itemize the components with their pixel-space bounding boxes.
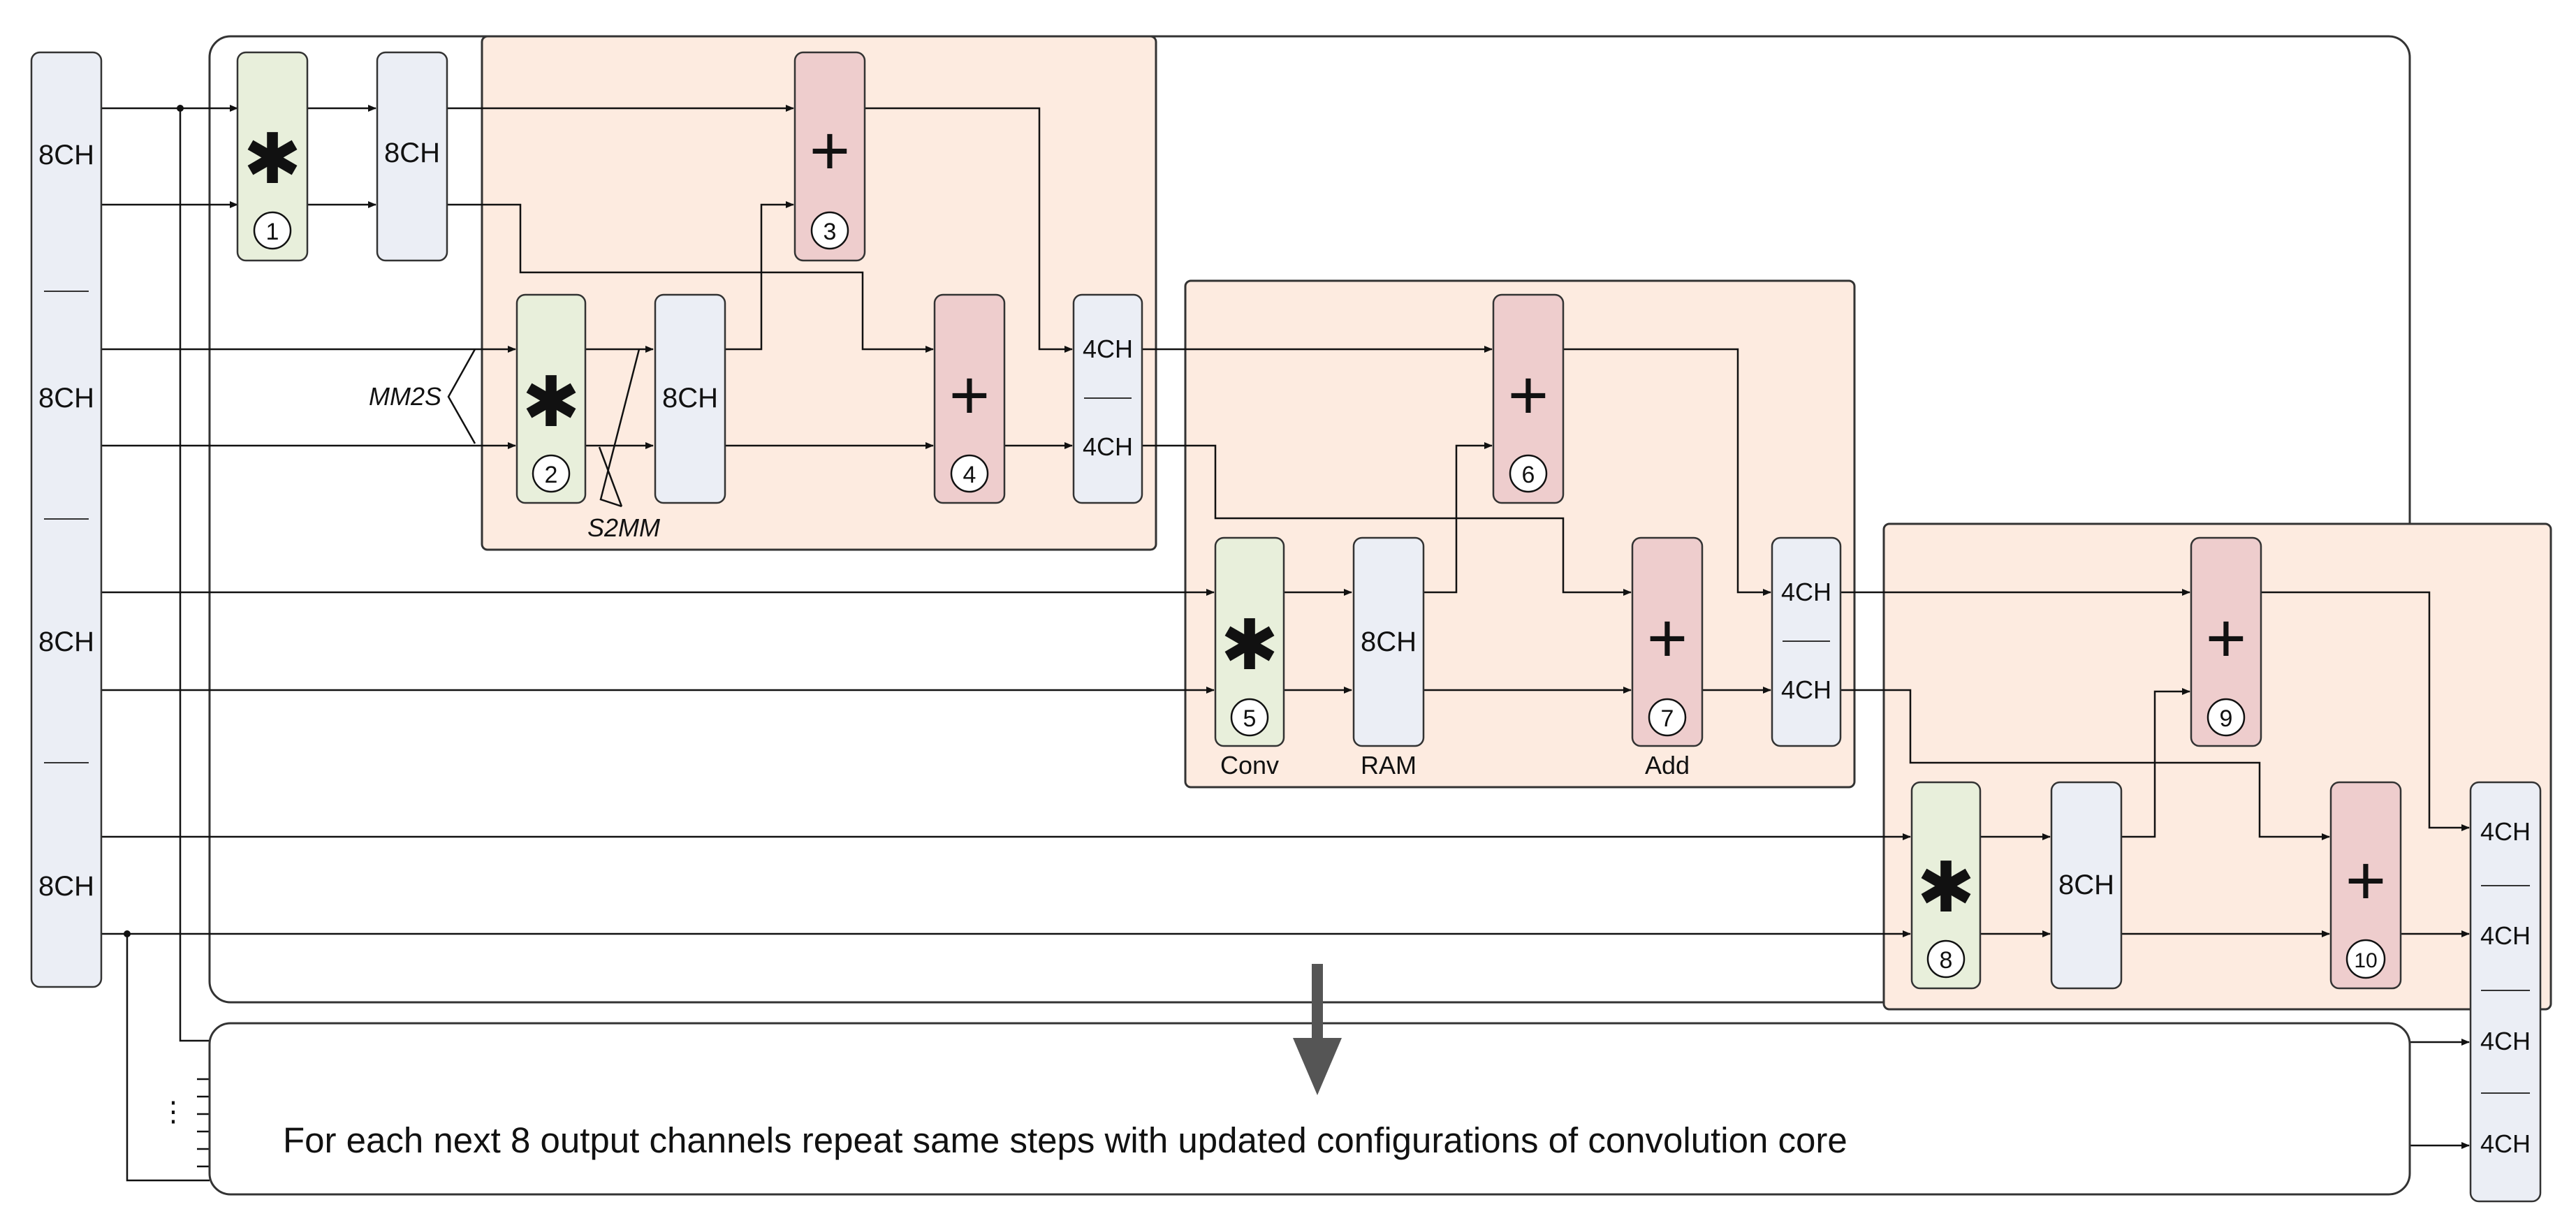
add-block-4: + 4 — [933, 293, 1006, 504]
conv-icon: ✱ — [522, 363, 580, 441]
conv-block-5: ✱ 5 — [1214, 536, 1285, 747]
ram-label: 8CH — [1361, 627, 1417, 657]
conv-icon: ✱ — [1917, 849, 1975, 927]
ram-label: 8CH — [384, 138, 440, 168]
add-icon: + — [810, 112, 850, 190]
output-label: 4CH — [2480, 1027, 2531, 1055]
down-arrow-shaft — [1312, 964, 1323, 1041]
add-block-6: + 6 — [1492, 293, 1565, 504]
input-label: 8CH — [38, 871, 94, 902]
down-arrow-icon — [1293, 1038, 1342, 1095]
step-number: 4 — [963, 462, 976, 488]
ram-block-b: 8CH — [654, 293, 726, 504]
step-number: 10 — [2354, 949, 2377, 972]
add-icon: + — [949, 356, 990, 434]
input-label: 8CH — [38, 140, 94, 170]
out-label: 4CH — [1083, 335, 1133, 363]
conv-block-1: ✱ 1 — [236, 51, 309, 262]
conv-icon: ✱ — [1220, 606, 1279, 684]
step-number: 8 — [1940, 947, 1953, 974]
step-number: 2 — [545, 462, 558, 488]
ellipsis-dots: ⋮ — [159, 1097, 187, 1127]
input-label: 8CH — [38, 627, 94, 657]
output-buffer: 4CH 4CH 4CH 4CH — [2469, 781, 2542, 1203]
output-label: 4CH — [2480, 1129, 2531, 1158]
ram-caption: RAM — [1361, 751, 1417, 779]
out-buffer-2: 4CH 4CH — [1771, 536, 1842, 747]
add-block-10: + 10 — [2329, 781, 2402, 990]
s2mm-label: S2MM — [587, 513, 660, 542]
step-number: 5 — [1243, 705, 1257, 732]
out-label: 4CH — [1781, 675, 1831, 704]
add-icon: + — [2346, 842, 2386, 920]
step-number: 6 — [1522, 462, 1535, 488]
ram-label: 8CH — [662, 383, 718, 413]
step-number: 7 — [1661, 705, 1674, 732]
add-block-3: + 3 — [793, 51, 866, 262]
ram-block-2: 8CH — [1352, 536, 1425, 747]
out-label: 4CH — [1083, 432, 1133, 461]
ram-block-3: 8CH — [2050, 781, 2123, 990]
input-label: 8CH — [38, 383, 94, 413]
conv-block-8: ✱ 8 — [1910, 781, 1982, 990]
junction-dot — [124, 930, 131, 937]
step-number: 9 — [2220, 705, 2233, 732]
add-block-9: + 9 — [2190, 536, 2262, 747]
repeat-text: For each next 8 output channels repeat s… — [283, 1120, 1847, 1160]
conv-block-2: ✱ 2 — [515, 293, 587, 504]
mm2s-label: MM2S — [369, 382, 441, 411]
output-label: 4CH — [2480, 817, 2531, 846]
add-block-7: + 7 — [1631, 536, 1704, 747]
add-icon: + — [2206, 599, 2246, 678]
add-icon: + — [1647, 599, 1688, 678]
add-caption: Add — [1645, 751, 1690, 779]
connection-wires — [101, 105, 2470, 1182]
out-buffer-1: 4CH 4CH — [1072, 293, 1143, 504]
output-label: 4CH — [2480, 921, 2531, 950]
add-icon: + — [1508, 356, 1549, 434]
junction-dot — [177, 105, 184, 112]
conv-icon: ✱ — [243, 120, 302, 198]
outer-frame — [208, 35, 2411, 1004]
out-label: 4CH — [1781, 578, 1831, 606]
ram-block-a: 8CH — [376, 51, 448, 262]
step-number: 1 — [266, 219, 279, 245]
conv-caption: Conv — [1220, 751, 1279, 779]
repeat-box — [208, 1022, 2411, 1196]
ram-label: 8CH — [2058, 870, 2114, 900]
step-number: 3 — [824, 219, 837, 245]
